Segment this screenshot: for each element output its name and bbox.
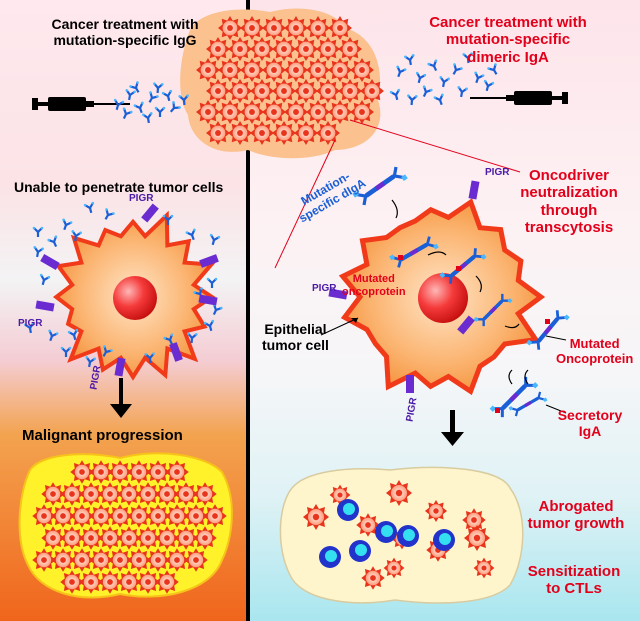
pigr-label: PIGR <box>485 167 510 178</box>
secretory-line1: Secretory <box>557 407 623 423</box>
syringe-icon <box>470 91 568 105</box>
left-status: Unable to penetrate tumor cells <box>14 179 224 195</box>
mutated-out-line1: Mutated <box>569 336 620 351</box>
tumor-cell-icon <box>52 210 216 381</box>
mutated-oncoprotein-out-label: Mutated Oncoprotein <box>556 336 634 367</box>
right-title: Cancer treatment with mutation-specific … <box>423 14 593 66</box>
mutated-oncoprotein-label: Mutated oncoprotein <box>342 273 406 298</box>
outcome-label: Abrogated tumor growth <box>517 498 635 533</box>
down-arrow-icon <box>441 410 464 446</box>
left-title: Cancer treatment with mutation-specific … <box>30 16 220 48</box>
mechanism-line3: through <box>540 201 598 219</box>
mechanism-label: Oncodriver neutralization through transc… <box>504 167 634 236</box>
outcome2-line1: Sensitization <box>527 563 621 580</box>
right-title-line1: Cancer treatment with <box>429 14 587 31</box>
outcome2-label: Sensitization to CTLs <box>515 563 633 598</box>
mutated-label-line1: Mutated <box>352 273 395 285</box>
left-title-line2: mutation-specific IgG <box>53 32 197 49</box>
epithelial-cell-label: Epithelial tumor cell <box>262 321 329 353</box>
pigr-label: PIGR <box>18 318 43 329</box>
left-title-line1: Cancer treatment with <box>51 16 199 32</box>
outcome-line1: Abrogated <box>538 498 614 515</box>
tumor-mass-icon <box>180 8 384 159</box>
syringe-icon <box>32 97 130 111</box>
right-title-line2: mutation-specific <box>445 31 571 49</box>
panel-divider <box>246 0 250 621</box>
process-arrows <box>391 199 529 385</box>
pigr-label: PIGR <box>129 193 154 204</box>
mechanism-line1: Oncodriver <box>528 167 610 184</box>
mutated-out-line2: Oncoprotein <box>556 350 634 366</box>
outcome2-line2: to CTLs <box>546 580 602 598</box>
pigr-label: PIGR <box>312 283 337 294</box>
right-title-line3: dimeric IgA <box>467 48 549 66</box>
tumor-cell-icon <box>338 198 546 396</box>
left-outcome: Malignant progression <box>22 427 183 444</box>
mutated-label-line2: oncoprotein <box>342 285 406 298</box>
outcome-line2: tumor growth <box>527 515 625 533</box>
secretory-line2: IgA <box>578 423 602 440</box>
mechanism-line4: transcytosis <box>524 218 614 236</box>
down-arrow-icon <box>110 378 132 418</box>
leader-lines <box>320 317 567 414</box>
cell-label-line2: tumor cell <box>262 337 329 354</box>
secretory-iga-label: Secretory IgA <box>550 407 630 439</box>
cell-label-line1: Epithelial <box>264 321 327 337</box>
malignant-tumor-mass-icon <box>18 452 233 599</box>
oncoprotein-icon <box>398 255 550 413</box>
mechanism-line2: neutralization <box>520 184 618 202</box>
